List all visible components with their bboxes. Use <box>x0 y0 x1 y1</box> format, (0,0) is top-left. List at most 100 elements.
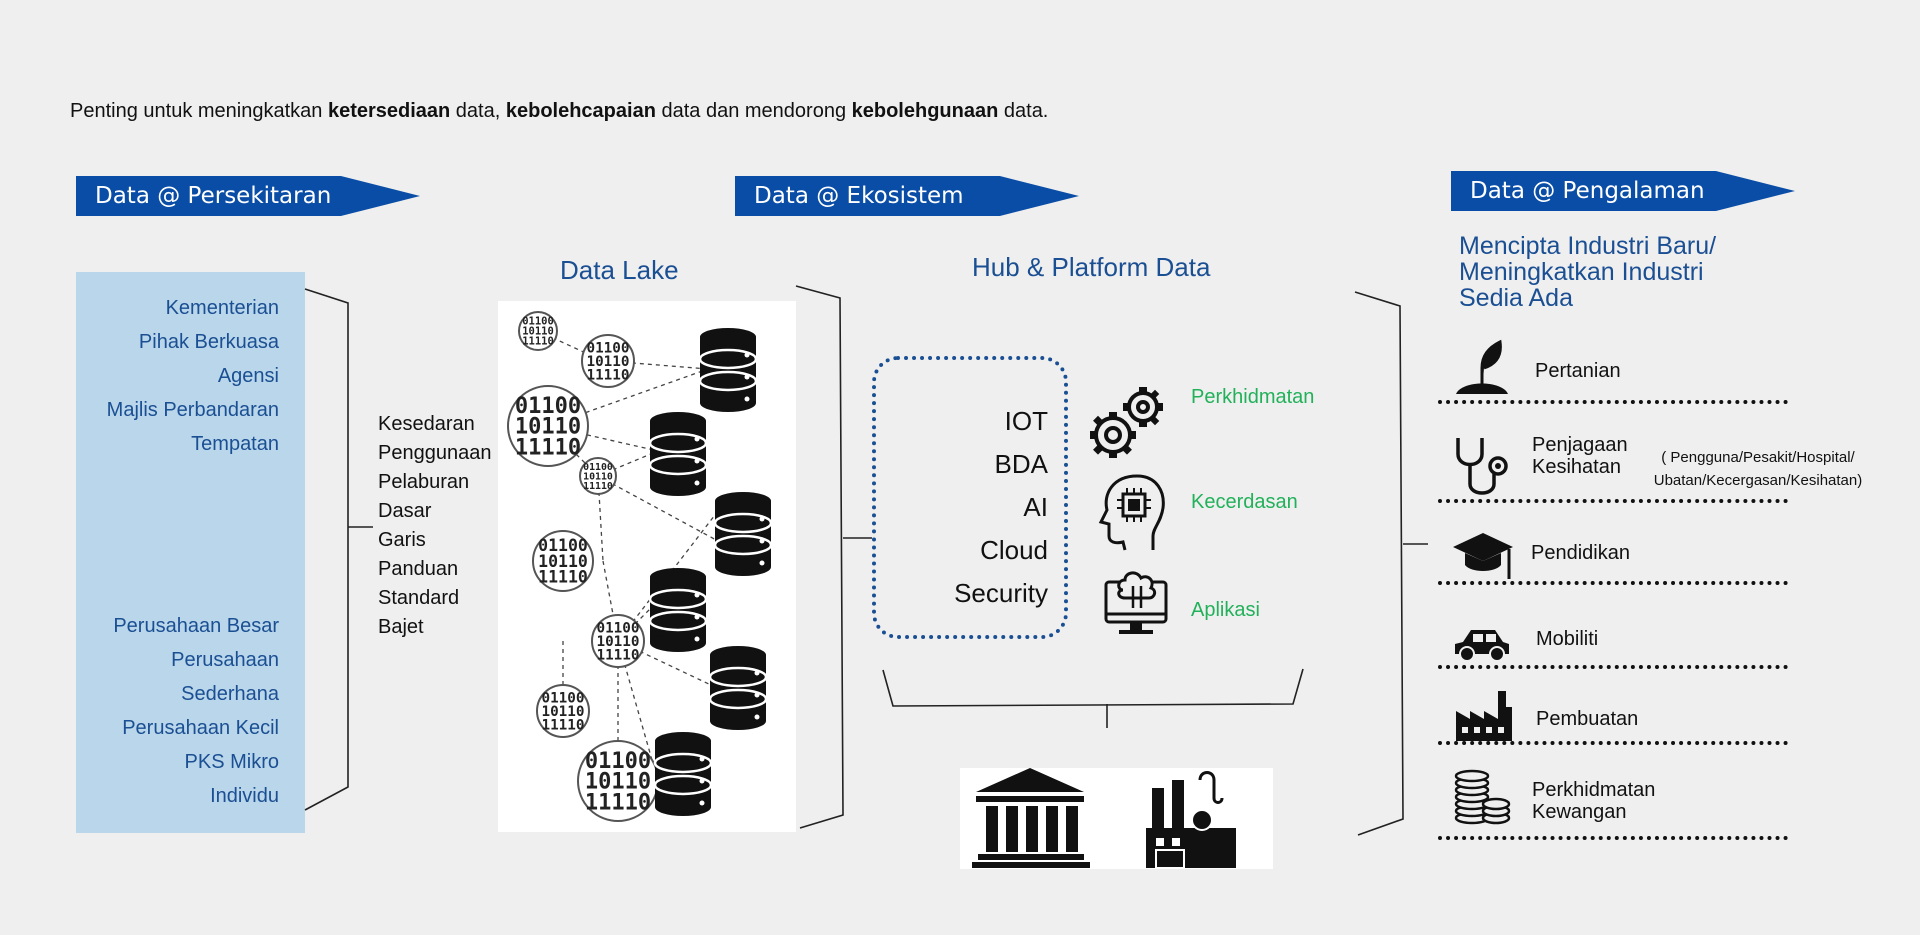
service-perkhidmatan: Perkhidmatan <box>1191 386 1315 408</box>
list-item: Perusahaan Besar <box>113 615 279 637</box>
list-item: PKS Mikro <box>184 751 279 773</box>
binary-digits: 11110 <box>586 368 629 384</box>
intro-text: Penting untuk meningkatkan <box>70 100 328 122</box>
plant-icon <box>1456 339 1508 394</box>
sector-mobiliti: Mobiliti <box>1536 628 1599 650</box>
binary-digits: 11110 <box>538 567 588 586</box>
stakeholder-icons-panel <box>960 768 1273 869</box>
banner-persekitaran: Data @ Persekitaran <box>76 176 420 216</box>
divider <box>1438 499 1788 503</box>
intro-text: data, <box>450 100 506 122</box>
sector-label-line: Kesihatan <box>1532 456 1621 478</box>
cloud-computer-icon <box>1104 571 1168 634</box>
divider <box>1438 400 1788 404</box>
binary-digits: 10110 <box>583 471 613 482</box>
kesihatan-note: ( Pengguna/Pesakit/Hospital/ Ubatan/Kece… <box>1645 446 1871 492</box>
list-item: Garis <box>378 529 426 551</box>
list-item: Kesedaran <box>378 413 475 435</box>
list-item: Kementerian <box>165 297 279 319</box>
stethoscope-icon <box>1456 438 1508 495</box>
tech-stack-box: IOT BDA AI Cloud Security <box>872 356 1068 639</box>
data-lake-title: Data Lake <box>560 255 679 285</box>
database-icon <box>713 492 773 576</box>
binary-digits: 01100 <box>541 690 584 706</box>
ai-head-icon <box>1098 474 1165 551</box>
graduation-cap-icon <box>1453 533 1513 579</box>
government-list: Kementerian Pihak Berkuasa Agensi Majlis… <box>107 291 279 461</box>
heading-line: Mencipta Industri Baru/ <box>1459 232 1717 260</box>
persekitaran-panel: Kementerian Pihak Berkuasa Agensi Majlis… <box>76 272 305 833</box>
enterprise-list: Perusahaan Besar Perusahaan Sederhana Pe… <box>113 609 279 813</box>
intro-bold-kebolehcapaian: kebolehcapaian <box>505 100 656 122</box>
binary-digits: 11110 <box>585 791 651 816</box>
heading-line: Meningkatkan Industri <box>1459 258 1704 286</box>
sector-perkhidmatan-kewangan: Perkhidmatan Kewangan <box>1532 779 1655 823</box>
list-item: Pihak Berkuasa <box>138 331 279 353</box>
government-building-icon <box>972 768 1090 868</box>
car-icon <box>1455 630 1509 662</box>
database-icon <box>648 412 708 496</box>
binary-digits: 10110 <box>541 704 584 720</box>
banner-pengalaman: Data @ Pengalaman <box>1451 171 1795 211</box>
tech-list: IOT BDA AI Cloud Security <box>954 400 1048 615</box>
heading-line: Sedia Ada <box>1459 284 1573 312</box>
divider <box>1438 836 1788 840</box>
binary-digits: 11110 <box>596 648 639 664</box>
binary-digits: 11110 <box>541 718 584 734</box>
factory-icon <box>1456 691 1512 741</box>
service-aplikasi: Aplikasi <box>1191 599 1260 621</box>
list-item: Panduan <box>378 558 459 580</box>
binary-digits: 11110 <box>522 336 554 348</box>
list-item: Majlis Perbandaran <box>106 399 279 421</box>
coins-icon <box>1454 769 1511 825</box>
list-item: Penggunaan <box>378 442 492 464</box>
list-item: Perusahaan <box>171 649 279 671</box>
list-item: Standard <box>378 587 460 609</box>
binary-digits: 10110 <box>522 326 554 338</box>
list-item: Agensi <box>217 365 279 387</box>
database-icon <box>648 568 708 652</box>
sector-penjagaan-kesihatan: Penjagaan Kesihatan <box>1532 434 1628 478</box>
note-line: ( Pengguna/Pesakit/Hospital/ <box>1661 449 1855 466</box>
banner-ekosistem: Data @ Ekosistem <box>735 176 1079 216</box>
intro-text: data dan mendorong <box>655 100 852 122</box>
industry-worker-icon <box>1146 771 1236 869</box>
binary-digits: 01100 <box>596 620 639 636</box>
database-icon <box>698 328 758 412</box>
list-item: Cloud <box>980 535 1048 565</box>
binary-digits: 01100 <box>522 316 554 328</box>
binary-digits: 10110 <box>586 354 629 370</box>
intro-bold-kebolehgunaan: kebolehgunaan <box>851 100 999 122</box>
binary-digits: 01100 <box>586 340 629 356</box>
pengalaman-heading: Mencipta Industri Baru/ Meningkatkan Ind… <box>1459 233 1716 311</box>
binary-digits: 10110 <box>538 552 588 571</box>
divider <box>1438 581 1788 585</box>
list-item: Pelaburan <box>378 471 470 493</box>
sector-pendidikan: Pendidikan <box>1531 542 1630 564</box>
binary-digits: 01100 <box>583 462 613 473</box>
binary-digits: 10110 <box>596 634 639 650</box>
binary-digits: 01100 <box>585 749 651 774</box>
note-line: Ubatan/Kecergasan/Kesihatan) <box>1653 472 1863 489</box>
intro-sentence: Penting untuk meningkatkan ketersediaan … <box>70 100 1048 123</box>
database-icon <box>708 646 768 730</box>
binary-digits: 11110 <box>583 481 613 492</box>
binary-digits: 10110 <box>585 770 651 795</box>
list-item: Individu <box>210 785 279 807</box>
sector-label-line: Perkhidmatan <box>1532 779 1656 801</box>
list-item: Sederhana <box>181 683 279 705</box>
binary-digits: 10110 <box>515 415 581 440</box>
list-item: AI <box>1023 492 1048 522</box>
gears-icon <box>1090 387 1163 458</box>
divider <box>1438 665 1788 669</box>
